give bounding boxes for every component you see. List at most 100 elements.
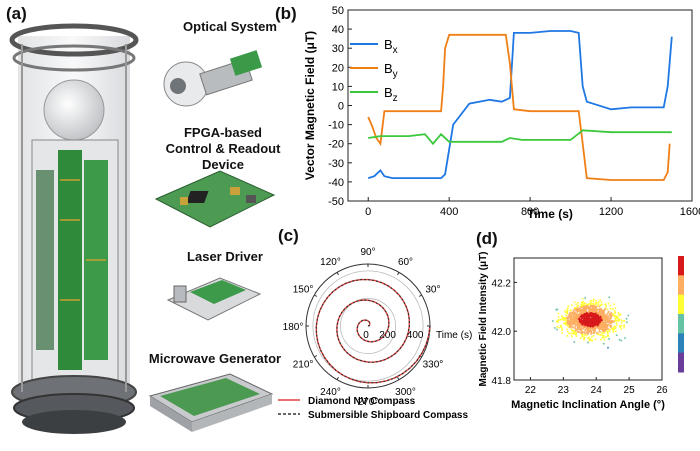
- density-point: [611, 320, 614, 322]
- density-point: [573, 341, 576, 343]
- density-point: [584, 315, 586, 317]
- density-point: [597, 320, 600, 322]
- density-point: [590, 313, 593, 316]
- legend-label-by: By: [384, 61, 398, 80]
- density-point: [596, 309, 598, 311]
- density-point: [602, 324, 604, 326]
- density-point: [598, 327, 601, 329]
- density-point: [591, 329, 593, 331]
- density-point: [599, 316, 602, 319]
- y-tick-label: -10: [328, 120, 344, 132]
- density-point: [568, 323, 570, 326]
- density-point: [603, 325, 605, 327]
- x-tick-label: 1200: [599, 206, 623, 218]
- density-point: [586, 316, 589, 318]
- density-point: [606, 319, 608, 321]
- density-point: [605, 317, 608, 319]
- density-point: [598, 305, 601, 308]
- density-point: [577, 318, 580, 320]
- density-point: [598, 328, 601, 330]
- polar-ring: [340, 298, 396, 354]
- x-tick-label: 26: [656, 385, 668, 396]
- density-point: [568, 332, 570, 335]
- density-point: [614, 311, 617, 314]
- density-point: [584, 311, 586, 313]
- density-point: [597, 320, 599, 323]
- density-point: [589, 329, 591, 331]
- density-point: [600, 321, 603, 324]
- density-point: [565, 314, 568, 317]
- density-point: [576, 317, 578, 320]
- density-point: [603, 330, 606, 332]
- density-point: [612, 331, 615, 333]
- panel-label-d: (d): [476, 229, 498, 248]
- laser-driver-label: Laser Driver: [187, 249, 263, 264]
- density-point: [592, 334, 595, 337]
- density-point: [591, 339, 594, 342]
- y-tick-label: -30: [328, 158, 344, 170]
- density-point: [580, 309, 583, 311]
- density-point: [585, 328, 588, 330]
- polar-angle-tick: [397, 272, 400, 276]
- density-point: [575, 320, 577, 323]
- density-point: [574, 330, 577, 332]
- density-point: [591, 312, 594, 315]
- y-tick-label: -40: [328, 177, 344, 189]
- density-point: [607, 311, 610, 314]
- density-point: [598, 319, 601, 321]
- density-point: [563, 318, 565, 320]
- density-point: [602, 330, 604, 332]
- density-point: [616, 315, 619, 318]
- density-point: [600, 334, 602, 336]
- density-point: [599, 317, 601, 320]
- density-point: [565, 322, 567, 324]
- density-point: [589, 328, 591, 330]
- density-point: [570, 324, 573, 326]
- density-point: [597, 303, 600, 305]
- microwave-generator-label: Microwave Generator: [148, 351, 282, 366]
- density-point: [584, 329, 587, 331]
- colorbar-segment: [678, 256, 684, 276]
- density-point: [617, 318, 619, 320]
- density-point: [597, 312, 600, 314]
- density-point: [594, 306, 596, 308]
- density-point: [585, 316, 587, 319]
- density-point: [589, 325, 592, 327]
- density-point: [594, 326, 597, 328]
- density-point: [597, 316, 599, 318]
- density-point: [606, 321, 609, 323]
- density-point: [583, 311, 585, 314]
- density-point: [592, 308, 595, 310]
- colorbar-segment: [678, 333, 684, 354]
- density-point: [565, 317, 567, 319]
- polar-radial-label: 0: [363, 330, 369, 341]
- density-point: [592, 327, 594, 329]
- density-point: [606, 317, 608, 319]
- density-point: [572, 329, 575, 332]
- density-point: [571, 321, 574, 323]
- density-point: [588, 317, 591, 320]
- density-point: [575, 309, 577, 311]
- density-point: [572, 326, 574, 329]
- density-point: [587, 327, 590, 330]
- density-point: [568, 314, 571, 317]
- density-point: [583, 324, 585, 327]
- density-point: [569, 325, 571, 327]
- density-point: [579, 306, 582, 308]
- density-point: [568, 320, 570, 322]
- density-point: [607, 321, 610, 324]
- density-point: [594, 313, 596, 316]
- density-point: [602, 314, 605, 316]
- density-point: [594, 323, 596, 326]
- density-point: [603, 311, 605, 313]
- density-point: [568, 321, 570, 324]
- density-point: [593, 311, 596, 314]
- density-point: [597, 311, 600, 313]
- density-point: [570, 322, 573, 324]
- density-point: [554, 327, 556, 329]
- density-point: [586, 319, 589, 322]
- density-point: [587, 312, 589, 314]
- density-point: [599, 321, 601, 324]
- density-point: [601, 316, 604, 319]
